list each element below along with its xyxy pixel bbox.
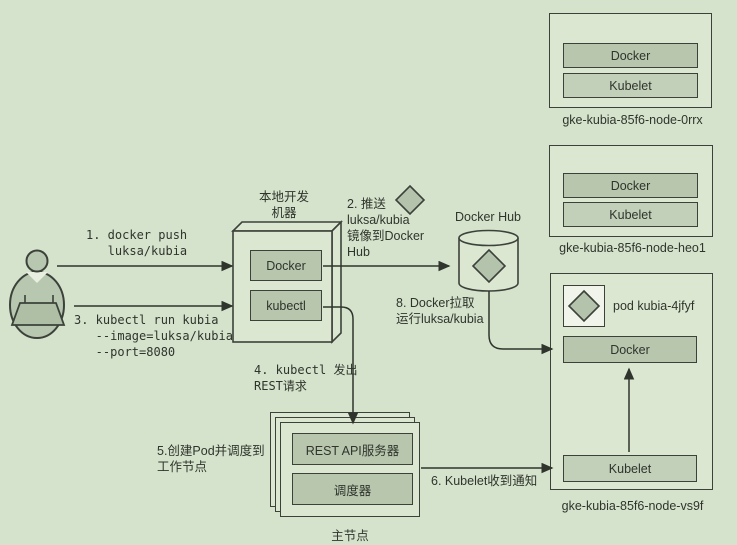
node-0rrx-docker-label: Docker <box>610 48 651 63</box>
node-vs9f-kubelet-label: Kubelet <box>608 461 652 476</box>
master-node-label: 主节点 <box>331 529 369 543</box>
rest-api-server-box: REST API服务器 <box>292 433 413 465</box>
pod-label: pod kubia-4jfyf <box>613 299 695 313</box>
node-heo1-docker-box: Docker <box>563 173 698 198</box>
local-machine-box <box>231 220 343 344</box>
scheduler-box: 调度器 <box>292 473 413 505</box>
node-heo1-kubelet-box: Kubelet <box>563 202 698 227</box>
step8-label: 8. Docker拉取 运行luksa/kubia <box>396 296 484 326</box>
node-vs9f-kubelet-box: Kubelet <box>563 455 697 482</box>
step3-label: 3. kubectl run kubia --image=luksa/kubia… <box>74 313 233 359</box>
local-docker-box: Docker <box>250 250 322 281</box>
scheduler-label: 调度器 <box>333 483 372 498</box>
step6-label: 6. Kubelet收到通知 <box>431 474 538 488</box>
local-kubectl-label: kubectl <box>266 298 306 313</box>
node-0rrx-kubelet-box: Kubelet <box>563 73 698 98</box>
step2-label: 2. 推送 luksa/kubia 镜像到Docker Hub <box>347 197 425 259</box>
step5-label: 5.创建Pod并调度到 工作节点 <box>157 444 265 474</box>
step1-label: 1. docker push luksa/kubia <box>86 228 188 258</box>
local-machine-title: 本地开发 机器 <box>258 190 309 220</box>
rest-api-server-label: REST API服务器 <box>305 443 400 458</box>
node-0rrx-kubelet-label: Kubelet <box>609 78 652 93</box>
local-kubectl-box: kubectl <box>250 290 322 321</box>
node-0rrx-name: gke-kubia-85f6-node-0rrx <box>562 113 703 127</box>
node-vs9f-docker-label: Docker <box>610 342 650 357</box>
developer-icon <box>9 249 66 339</box>
arrow-step8-pull-image <box>488 291 554 355</box>
node-vs9f-name: gke-kubia-85f6-node-vs9f <box>561 499 704 513</box>
node-heo1-docker-label: Docker <box>610 178 651 193</box>
node-heo1-kubelet-label: Kubelet <box>609 207 652 222</box>
node-vs9f-docker-box: Docker <box>563 336 697 363</box>
pod-box <box>563 285 605 327</box>
node-0rrx-docker-box: Docker <box>563 43 698 68</box>
step4-label: 4. kubectl 发出 REST请求 <box>254 363 358 393</box>
docker-hub-cylinder-icon <box>458 229 519 292</box>
local-docker-label: Docker <box>266 258 306 273</box>
image-diamond-icon-hub <box>471 248 507 284</box>
node-heo1-name: gke-kubia-85f6-node-heo1 <box>559 241 706 255</box>
docker-hub-label: Docker Hub <box>455 210 521 224</box>
